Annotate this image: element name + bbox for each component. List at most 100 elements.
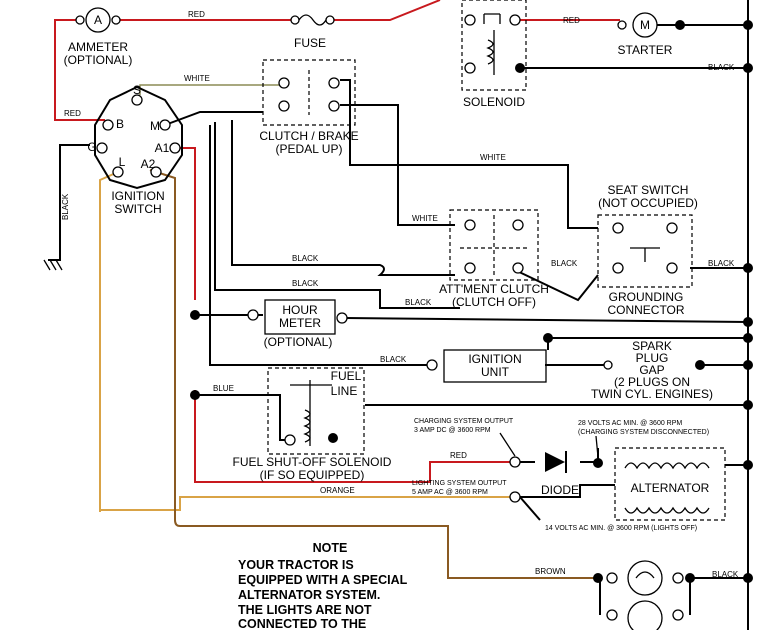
fuel-junction-dot <box>190 390 200 400</box>
bus-dot-8 <box>743 460 753 470</box>
seat-terminal-2 <box>666 222 678 234</box>
wire-lighting-alt <box>520 484 615 498</box>
ammeter-symbol-text: A <box>94 13 102 27</box>
light-terminal-4 <box>672 609 684 621</box>
black-wire-label-ground: BLACK <box>708 259 735 268</box>
clutch-brake-sub-label: (PEDAL UP) <box>276 142 343 156</box>
red-wire-label-bottom: RED <box>450 451 467 460</box>
alternator-coil-bottom <box>624 506 710 514</box>
wire-14v-leader <box>519 496 541 521</box>
bus-dot-9 <box>743 573 753 583</box>
clutch-terminal-1 <box>278 77 290 89</box>
starter-symbol-text: M <box>640 18 650 32</box>
ammeter: A AMMETER (OPTIONAL) <box>64 7 132 67</box>
hour-terminal-right <box>336 312 348 324</box>
white-wire-label-top: WHITE <box>184 74 210 83</box>
brown-wire <box>149 169 595 579</box>
spark-label-2: PLUG <box>636 351 669 365</box>
ignition-terminal-a1-dot <box>169 142 181 154</box>
ignition-terminal-l: L <box>119 155 126 169</box>
fuse: FUSE <box>290 14 335 50</box>
hour-terminal-left <box>247 309 259 321</box>
note-block: NOTE YOUR TRACTOR IS EQUIPPED WITH A SPE… <box>238 541 408 630</box>
ignition-terminal-s-dot <box>131 94 143 106</box>
ignition-terminal-a1: A1 <box>155 141 170 155</box>
black-wire-att-seat <box>514 269 599 302</box>
white-wire-label-mid: WHITE <box>480 153 506 162</box>
ignition-terminal-l-dot <box>112 166 124 178</box>
diode: DIODE <box>541 451 579 497</box>
ammeter-symbol <box>85 7 111 33</box>
seat-switch: SEAT SWITCH (NOT OCCUPIED) GROUNDING CON… <box>597 183 698 317</box>
seat-switch-sub-label: (NOT OCCUPIED) <box>598 196 698 210</box>
red-wires <box>54 0 620 483</box>
black-wire-label-vertical: BLACK <box>61 193 70 220</box>
ignition-unit-label-2: UNIT <box>481 365 510 379</box>
light-terminal-1 <box>606 572 618 584</box>
brown-wire-label: BROWN <box>535 567 566 576</box>
ign-unit-terminal-left <box>426 359 438 371</box>
red-wire-fuse-solenoid <box>330 0 441 21</box>
headlight-2-icon <box>627 600 663 630</box>
spark-plug-gap: SPARK PLUG GAP (2 PLUGS ON TWIN CYL. ENG… <box>591 339 713 401</box>
black-wire-label-seat: BLACK <box>551 259 578 268</box>
red-wire-label-top: RED <box>188 10 205 19</box>
alternator: ALTERNATOR <box>614 447 726 521</box>
solenoid-coil <box>486 39 494 65</box>
clutch-brake-switch: CLUTCH / BRAKE (PEDAL UP) <box>259 59 359 156</box>
light-terminal-2 <box>672 572 684 584</box>
note-line-4: THE LIGHTS ARE NOT <box>238 603 372 617</box>
ignition-unit-box <box>443 349 547 383</box>
ignition-terminal-b: B <box>116 117 124 131</box>
hour-meter-label-1: HOUR <box>282 303 318 317</box>
bus-dot-6 <box>743 360 753 370</box>
volts28-label-1: 28 VOLTS AC MIN. @ 3600 RPM <box>578 420 682 427</box>
seat-terminal-3 <box>612 262 624 274</box>
black-wire-label-light: BLACK <box>712 570 739 579</box>
ignition-terminal-g-dot <box>96 142 108 154</box>
diode-label: DIODE <box>541 483 579 497</box>
ignition-terminal-m-dot <box>159 119 171 131</box>
light-terminal-3 <box>606 609 618 621</box>
grounding-connector-label-1: GROUNDING <box>609 290 684 304</box>
black-wire-m <box>164 111 263 126</box>
solenoid-terminal-tl <box>464 14 476 26</box>
headlight-1-icon <box>627 560 663 596</box>
black-wire-label-2: BLACK <box>292 279 319 288</box>
black-wire-label-3: BLACK <box>405 298 432 307</box>
charging-label-1: CHARGING SYSTEM OUTPUT <box>414 418 514 425</box>
bus-dot-2 <box>743 63 753 73</box>
ignition-terminal-m: M <box>150 119 160 133</box>
solenoid-label: SOLENOID <box>463 95 525 109</box>
charging-output: CHARGING SYSTEM OUTPUT 3 AMP DC @ 3600 R… <box>414 418 521 468</box>
orange-wire-label: ORANGE <box>320 486 355 495</box>
ignition-unit-label-1: IGNITION <box>468 352 521 366</box>
fuel-terminal-right <box>328 433 338 443</box>
red-wire-label-right: RED <box>563 16 580 25</box>
clutch-terminal-2 <box>328 77 340 89</box>
white-wire-top <box>139 84 280 95</box>
attachment-clutch-box <box>449 209 539 281</box>
alternator-label: ALTERNATOR <box>631 481 710 495</box>
clutch-brake-label: CLUTCH / BRAKE <box>259 129 358 143</box>
clutch-brake-box <box>262 59 356 126</box>
att-terminal-3 <box>464 262 476 274</box>
att-terminal-4 <box>512 262 524 274</box>
fuse-terminal-left <box>290 15 300 25</box>
blue-wire-label: BLUE <box>213 384 234 393</box>
seat-switch-box <box>597 214 693 288</box>
black-wire-ign-unit <box>209 125 432 366</box>
volts14-label: 14 VOLTS AC MIN. @ 3600 RPM (LIGHTS OFF) <box>545 525 697 532</box>
volts28-leader <box>595 435 599 458</box>
lighting-label-1: LIGHTING SYSTEM OUTPUT <box>412 480 507 487</box>
solenoid-terminal-bl <box>464 62 476 74</box>
blue-wire <box>195 394 290 441</box>
grounding-connector-label-2: CONNECTOR <box>607 303 684 317</box>
black-wire-hour-ground <box>344 317 749 323</box>
attachment-clutch-switch: ATT'MENT CLUTCH (CLUTCH OFF) <box>439 209 549 309</box>
lighting-terminal <box>509 491 521 503</box>
black-wire-label-1: BLACK <box>292 254 319 263</box>
fuel-shutoff-solenoid: FUEL LINE FUEL SHUT-OFF SOLENOID (IF SO … <box>190 367 392 482</box>
spark-terminal-right <box>695 360 705 370</box>
white-wire-label-low: WHITE <box>412 214 438 223</box>
